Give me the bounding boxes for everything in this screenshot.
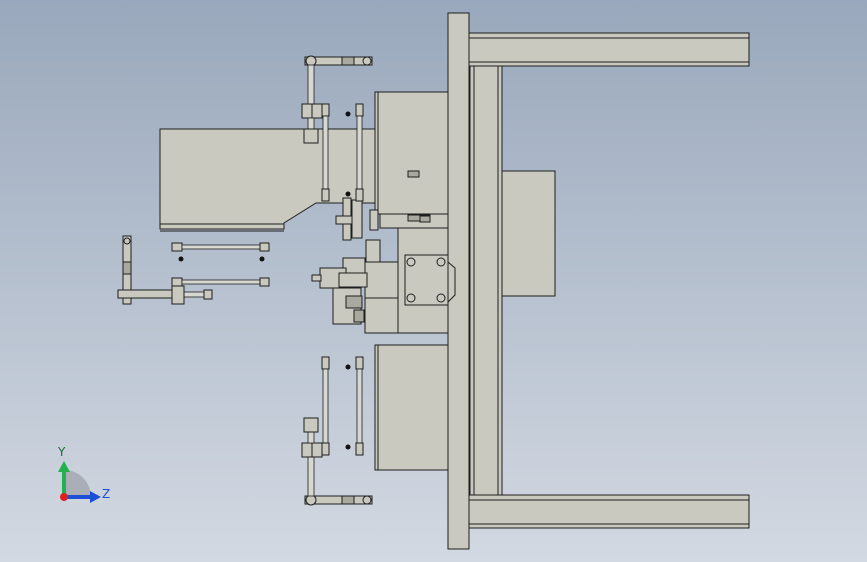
chute-plate[interactable] (159, 128, 376, 230)
origin-dot (60, 493, 68, 501)
central-mechanism[interactable] (311, 197, 456, 334)
frame[interactable] (447, 12, 750, 550)
y-axis-label: Y (57, 445, 66, 459)
quarter-disc (64, 470, 91, 497)
upper-cylinder-assembly[interactable] (301, 55, 373, 202)
orientation-triad: Y Z (57, 445, 110, 503)
lower-housing[interactable] (374, 344, 449, 471)
z-axis-label: Z (102, 487, 110, 501)
left-cylinder-assembly[interactable] (117, 235, 270, 305)
upper-housing[interactable] (374, 91, 449, 215)
frame-upright[interactable] (469, 65, 503, 496)
side-box[interactable] (501, 170, 556, 297)
lower-cylinder-assembly[interactable] (301, 356, 373, 506)
